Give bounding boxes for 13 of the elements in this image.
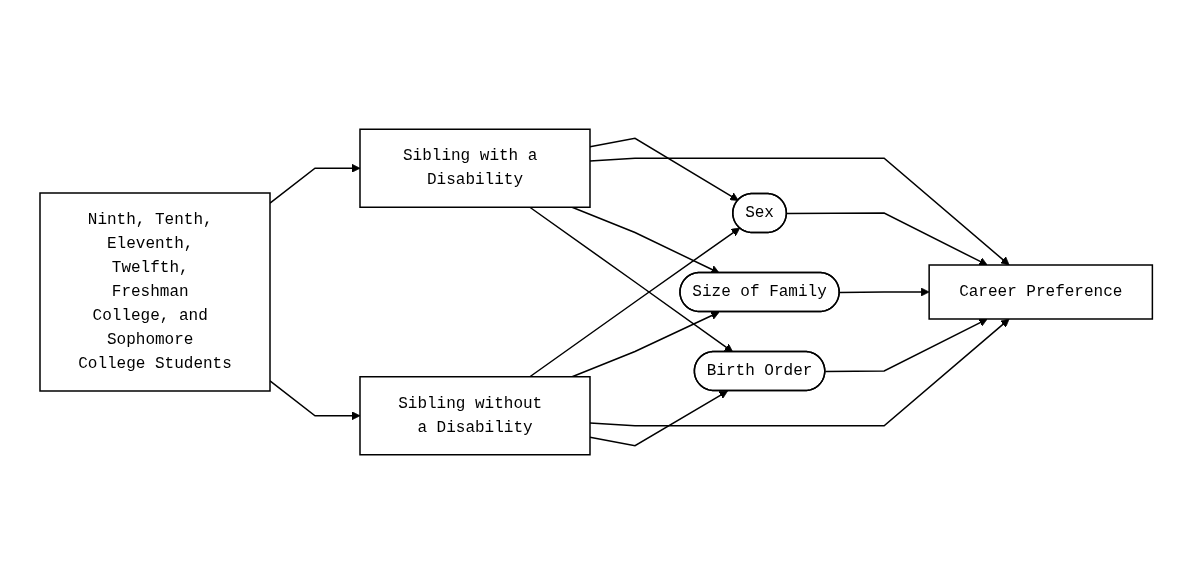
node-box: Sibling without a Disability: [359, 376, 591, 456]
arrow: [528, 206, 733, 353]
arrow: [571, 206, 720, 274]
arrow: [824, 318, 988, 373]
node-box: Ninth, Tenth, Eleventh, Twelfth, Freshman College, and Sophomore College Students: [39, 192, 271, 392]
arrow: [589, 137, 739, 201]
arrow: [589, 390, 728, 447]
node-box: Sibling with a Disability: [359, 128, 591, 208]
node-box: Career Preference: [928, 264, 1153, 320]
arrow: [589, 318, 1010, 427]
arrow: [528, 227, 740, 378]
arrow: [571, 311, 720, 378]
arrow: [589, 157, 1010, 266]
